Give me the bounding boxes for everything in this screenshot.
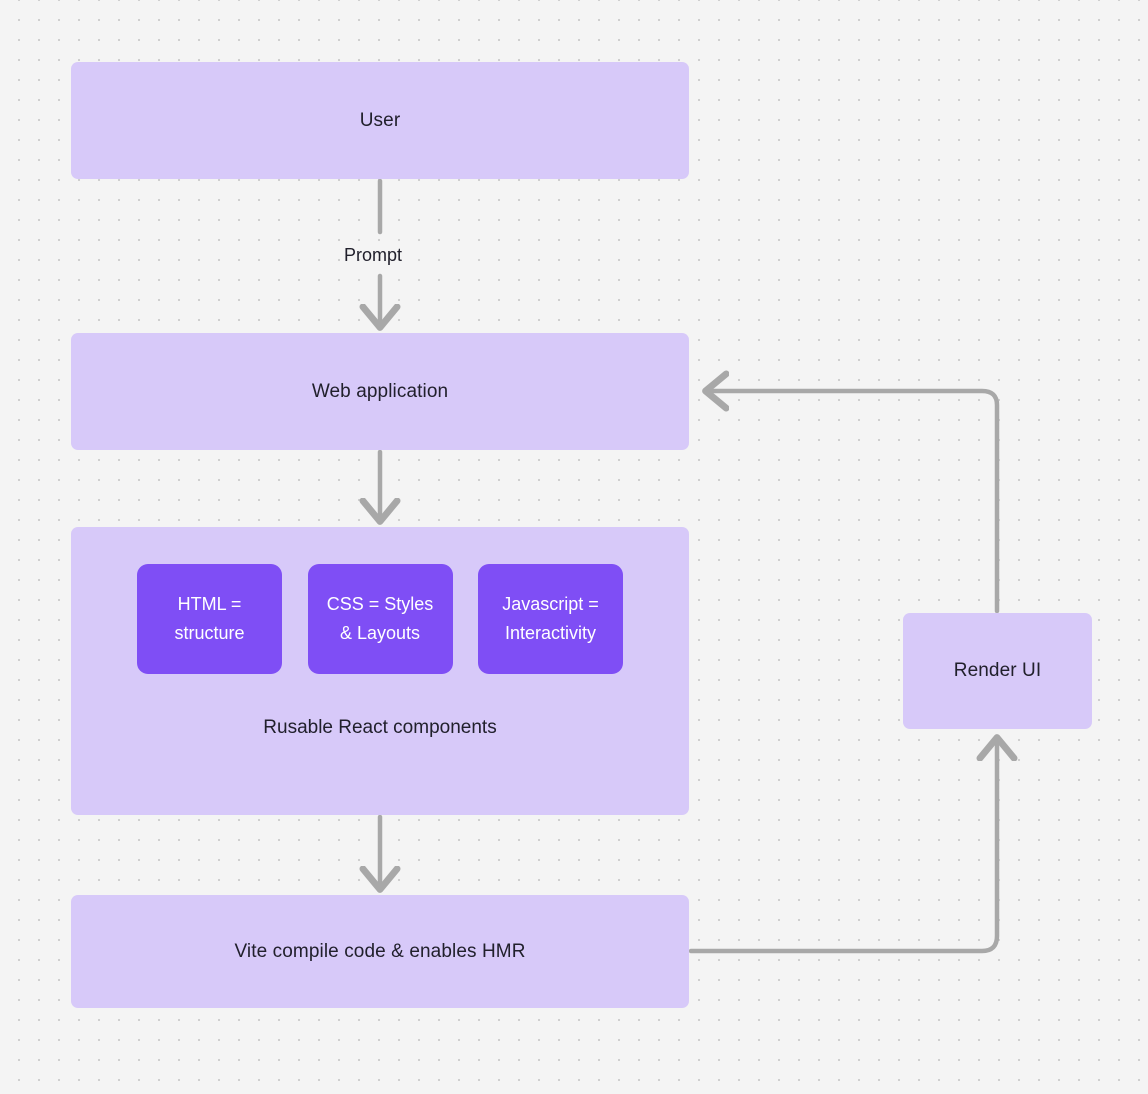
node-user[interactable]: User (71, 62, 689, 179)
chip-javascript-label: Javascript = Interactivity (496, 590, 605, 648)
chip-html-label: HTML = structure (168, 590, 250, 648)
chip-javascript[interactable]: Javascript = Interactivity (478, 564, 623, 674)
chip-html[interactable]: HTML = structure (137, 564, 282, 674)
chip-css-label: CSS = Styles & Layouts (321, 590, 440, 648)
chip-html-line1: HTML = (177, 594, 242, 615)
node-web-application-label: Web application (311, 380, 449, 402)
node-react-components-caption: Rusable React components (263, 717, 497, 738)
chip-html-line2: structure (174, 623, 245, 643)
chip-javascript-line2: Interactivity (504, 623, 596, 643)
chip-css-line1: CSS = Styles (326, 594, 434, 615)
chip-css[interactable]: CSS = Styles & Layouts (307, 564, 453, 674)
node-render-ui-label: Render UI (953, 660, 1042, 682)
edge-vite-to-render (688, 742, 997, 954)
chip-row: HTML = structure CSS = Styles & Layouts … (137, 564, 623, 674)
edge-render-to-webapp (710, 391, 1000, 614)
node-web-application[interactable]: Web application (71, 333, 689, 450)
node-vite-label: Vite compile code & enables HMR (234, 940, 526, 962)
chip-css-line2: & Layouts (339, 623, 421, 643)
node-user-label: User (359, 109, 401, 131)
edge-label-prompt: Prompt (344, 245, 403, 265)
node-render-ui[interactable]: Render UI (903, 613, 1092, 729)
chip-javascript-line1: Javascript = (502, 594, 599, 615)
node-react-components-group[interactable]: HTML = structure CSS = Styles & Layouts … (71, 527, 689, 815)
node-vite[interactable]: Vite compile code & enables HMR (71, 895, 689, 1008)
